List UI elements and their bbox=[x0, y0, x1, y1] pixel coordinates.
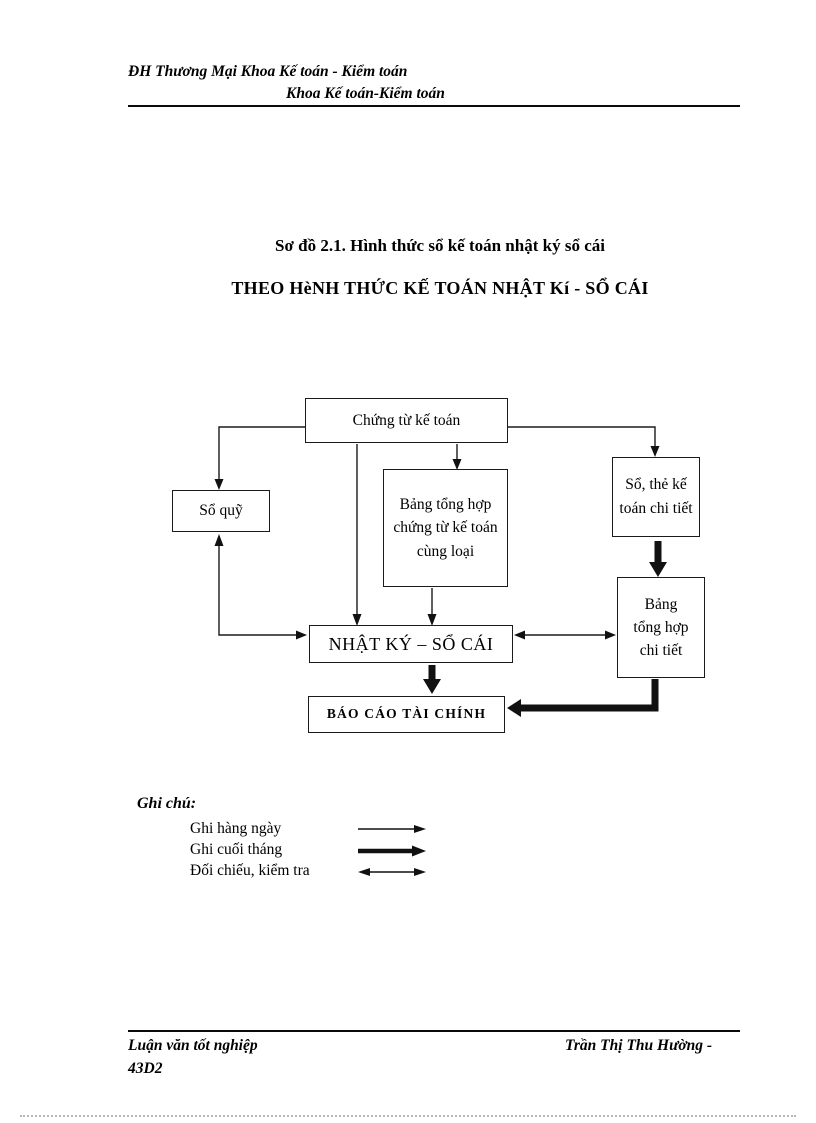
thick-arrowhead-into-bangct-top bbox=[649, 562, 667, 577]
footer-author: Trần Thị Thu Hường - bbox=[565, 1037, 713, 1054]
diagram-caption: Sơ đồ 2.1. Hình thức sổ kế toán nhật ký … bbox=[275, 236, 605, 255]
arrowhead-into-soquy-bottom bbox=[214, 534, 224, 546]
node-label: Sổ, thẻ kế toán chi tiết bbox=[619, 475, 693, 517]
header-line-2: Khoa Kế toán-Kiểm toán bbox=[286, 85, 445, 102]
thick-arrow-icon bbox=[358, 845, 426, 857]
arrowhead-into-soquy-top bbox=[214, 479, 224, 490]
node-label: Sổ quỹ bbox=[199, 502, 243, 520]
node-so-the-ke-toan-chi-tiet: Sổ, thẻ kế toán chi tiết bbox=[612, 457, 700, 537]
legend-item-daily: Ghi hàng ngày bbox=[190, 820, 282, 837]
arrowhead-into-sothe-top bbox=[650, 446, 660, 457]
node-bang-tong-hop-chi-tiet: Bảng tổng hợp chi tiết bbox=[617, 577, 705, 678]
footer-rule bbox=[128, 1030, 740, 1033]
header-rule bbox=[128, 105, 740, 108]
node-bao-cao-tai-chinh: BÁO CÁO TÀI CHÍNH bbox=[308, 696, 505, 733]
legend-item-reconcile: Đối chiếu, kiểm tra bbox=[190, 862, 310, 879]
node-label: Bảng tổng hợp chi tiết bbox=[633, 595, 689, 660]
thick-line-bangct-to-baocao bbox=[521, 704, 659, 712]
diagram-subtitle: THEO HèNH THỨC KẾ TOÁN NHẬT Kí - SỔ CÁI bbox=[231, 278, 649, 298]
page-bottom-dotted-rule bbox=[20, 1115, 796, 1117]
node-nhat-ky-so-cai: NHẬT KÝ – SỔ CÁI bbox=[309, 625, 513, 663]
legend-title: Ghi chú: bbox=[137, 795, 197, 812]
footer-left-line-2: 43D2 bbox=[128, 1060, 163, 1077]
thick-line-sothe-to-bangct bbox=[654, 541, 662, 563]
footer-left-line-1: Luận văn tốt nghiệp bbox=[128, 1037, 258, 1054]
node-label: Chứng từ kế toán bbox=[352, 411, 461, 429]
double-headed-arrow-icon bbox=[358, 868, 426, 876]
node-bang-tong-hop-chung-tu: Bảng tổng hợp chứng từ kế toán cùng loại bbox=[383, 469, 508, 587]
connector-chungtu-to-soquy bbox=[218, 426, 305, 479]
thick-arrowhead-into-baocao-right bbox=[507, 699, 521, 717]
thick-line-bangct-down bbox=[651, 679, 659, 712]
node-so-quy: Sổ quỹ bbox=[172, 490, 270, 532]
node-label: BÁO CÁO TÀI CHÍNH bbox=[326, 706, 487, 722]
connector-chungtu-to-sothe bbox=[508, 426, 656, 446]
arrowhead-into-nhatky-left bbox=[296, 630, 307, 640]
thick-arrowhead-into-baocao-top bbox=[423, 679, 441, 694]
node-label: NHẬT KÝ – SỔ CÁI bbox=[328, 633, 494, 654]
arrowhead-into-nhatky-right bbox=[514, 630, 525, 640]
thin-arrow-icon bbox=[358, 825, 426, 833]
node-label: Bảng tổng hợp chứng từ kế toán cùng loại bbox=[393, 496, 498, 560]
node-chung-tu-ke-toan: Chứng từ kế toán bbox=[305, 398, 508, 443]
arrowhead-into-bangct-left bbox=[605, 630, 616, 640]
thick-line-nhatky-to-baocao bbox=[428, 665, 436, 680]
header-line-1: ĐH Thương Mại Khoa Kế toán - Kiểm toán bbox=[128, 63, 408, 80]
connector-soquy-nhatky-check bbox=[218, 546, 296, 636]
legend-item-month-end: Ghi cuối tháng bbox=[190, 841, 283, 858]
